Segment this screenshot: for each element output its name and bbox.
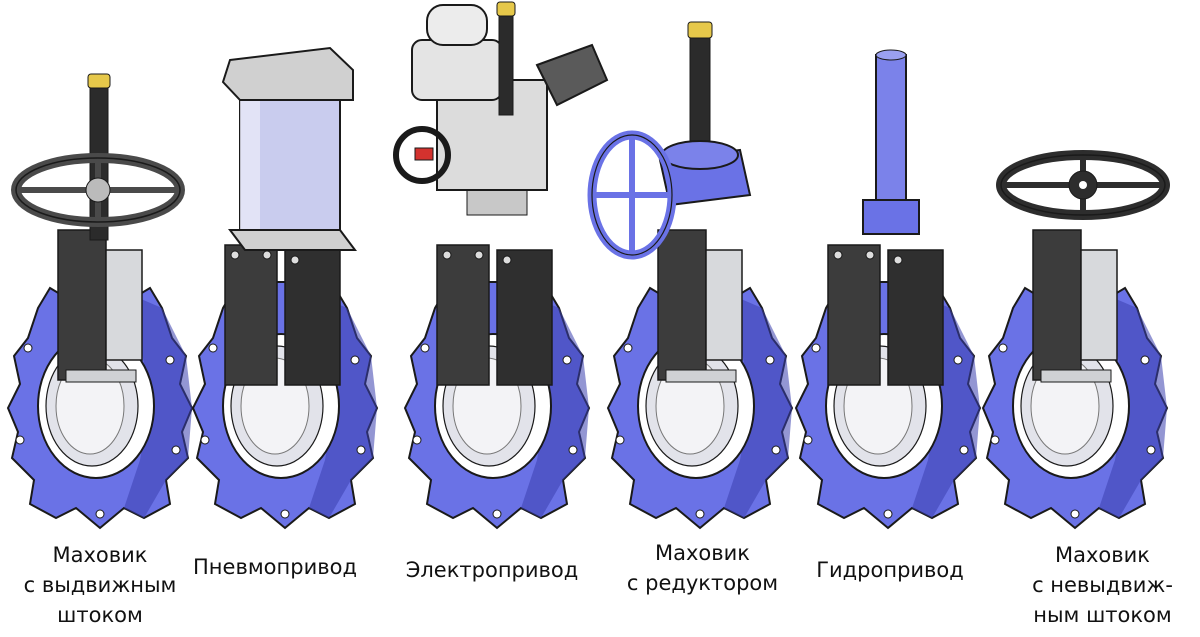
- caption-line: ным штоком: [1033, 603, 1172, 627]
- caption-handwheel-rising-stem: Маховик с выдвижным штоком: [20, 540, 180, 630]
- caption-line: штоком: [57, 603, 143, 627]
- valve-hydraulic-actuator: [795, 49, 981, 529]
- valve-handwheel-gearbox: [587, 21, 793, 529]
- caption-line: Маховик: [655, 541, 750, 565]
- caption-line: с невыдвиж-: [1032, 573, 1173, 597]
- caption-line: Пневмопривод: [193, 555, 357, 579]
- caption-line: Электропривод: [405, 558, 579, 582]
- caption-hydraulic: Гидропривод: [800, 555, 980, 585]
- valve-handwheel-non-rising-stem: [982, 150, 1170, 529]
- caption-line: Маховик: [1055, 543, 1150, 567]
- valve-pneumatic-actuator: [192, 46, 378, 529]
- caption-line: с выдвижным: [23, 573, 177, 597]
- valves-illustration: [7, 1, 1170, 529]
- valve-electric-actuator: [393, 1, 609, 529]
- caption-line: с редуктором: [626, 571, 779, 595]
- valve-handwheel-rising-stem: [7, 73, 193, 529]
- caption-electric: Электропривод: [392, 555, 592, 585]
- caption-line: Маховик: [52, 543, 148, 567]
- caption-handwheel-gearbox: Маховик с редуктором: [615, 538, 790, 598]
- caption-pneumatic: Пневмопривод: [180, 552, 370, 582]
- caption-handwheel-non-rising-stem: Маховик с невыдвиж- ным штоком: [1010, 540, 1195, 630]
- caption-line: Гидропривод: [816, 558, 964, 582]
